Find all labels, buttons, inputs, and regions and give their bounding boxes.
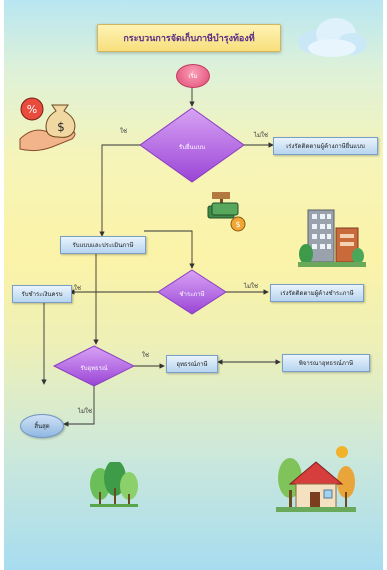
edge-label-submit-no: ไม่ใช่ — [254, 132, 268, 139]
decision-submit-shape — [139, 107, 245, 183]
cloud-icon — [298, 18, 367, 57]
assess-node: รับแบบและประเมินภาษี — [60, 236, 146, 254]
edge-label-appeal-yes: ใช่ — [142, 352, 150, 359]
reminder-pay-node: เร่งรัดติดตามผู้ค้างชำระภาษี — [270, 284, 364, 302]
decision-pay-label: ชำระภาษี — [179, 291, 205, 298]
decision-appeal-label: รับอุทธรณ์ — [80, 365, 108, 372]
edge-label-submit-yes: ใช่ — [120, 128, 128, 135]
connector-layer — [41, 87, 281, 427]
end-node: สิ้นสุด — [20, 414, 64, 438]
decision-submit-label: รับยื่นแบบ — [178, 144, 206, 151]
house-icon — [276, 446, 356, 512]
svg-text:$: $ — [57, 120, 65, 134]
consider-appeal-node: พิจารณาอุทธรณ์ภาษี — [282, 354, 370, 372]
edge-label-pay-no: ไม่ใช่ — [244, 283, 258, 290]
flowchart-canvas: กระบวนการจัดเก็บภาษีบำรุงท้องที่ เริ่ม ร… — [4, 0, 383, 570]
city-buildings-icon — [298, 209, 366, 267]
svg-text:$: $ — [235, 220, 240, 229]
money-bag-hand-icon: % $ — [19, 97, 76, 152]
trees-icon — [90, 462, 138, 507]
reminder-submit-node: เร่งรัดติดตามผู้ค้างภาษียื่นแบบ — [273, 137, 378, 155]
receive-full-node: รับชำระเงินครบ — [12, 285, 72, 303]
decision-pay-shape — [157, 269, 227, 315]
cash-signpost-icon: $ — [207, 192, 246, 232]
diagram-title: กระบวนการจัดเก็บภาษีบำรุงท้องที่ — [97, 24, 281, 52]
start-node: เริ่ม — [176, 64, 210, 88]
edge-label-pay-yes: ใช่ — [74, 285, 82, 292]
svg-text:%: % — [27, 103, 37, 116]
appeal-node: อุทธรณ์ภาษี — [166, 355, 218, 373]
edge-label-appeal-no: ไม่ใช่ — [78, 408, 92, 415]
